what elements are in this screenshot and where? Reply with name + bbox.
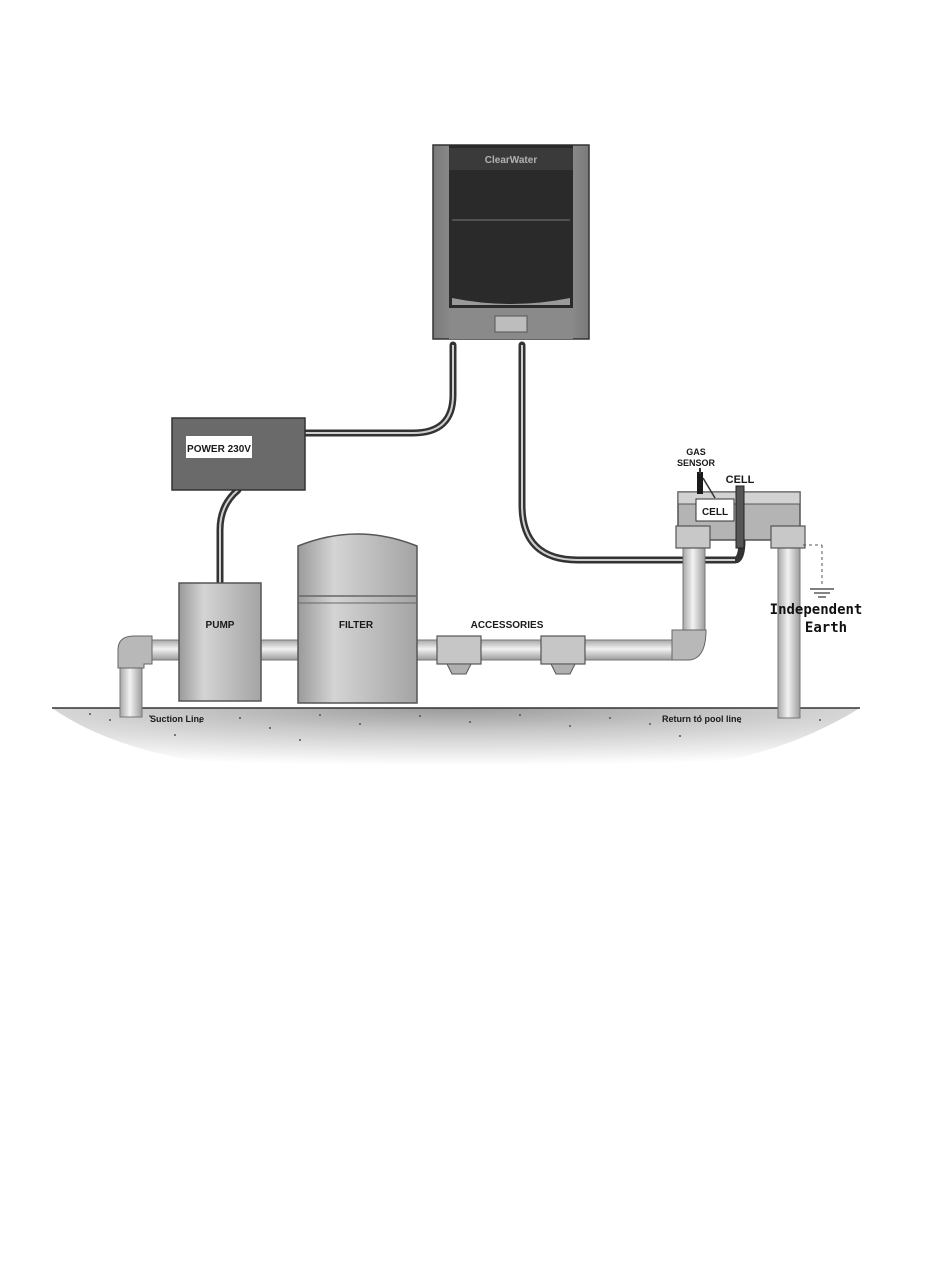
return-line-label: Return to pool line	[662, 714, 742, 724]
filter-label: FILTER	[339, 620, 374, 631]
cell-assembly: CELL GAS SENSOR CELL	[676, 447, 805, 548]
earth-label-line1: Independent	[770, 602, 863, 618]
earth-label-line2: Earth	[805, 620, 847, 636]
filter: FILTER	[298, 534, 417, 703]
gas-sensor-label-line1: GAS	[686, 447, 706, 457]
ground-symbol-icon	[810, 589, 834, 597]
power-box: POWER 230V	[172, 418, 305, 490]
suction-line-label: Suction Line	[150, 714, 204, 724]
cell-inner-label: CELL	[702, 507, 728, 518]
pump-label: PUMP	[206, 620, 235, 631]
controller-brand: ClearWater	[485, 155, 538, 166]
power-label: POWER 230V	[187, 444, 251, 455]
cell-outer-label: CELL	[726, 474, 755, 486]
accessories-label: ACCESSORIES	[471, 620, 544, 631]
gas-sensor-label-line2: SENSOR	[677, 458, 716, 468]
pump: PUMP	[179, 583, 261, 701]
controller-unit: ClearWater	[433, 145, 589, 339]
